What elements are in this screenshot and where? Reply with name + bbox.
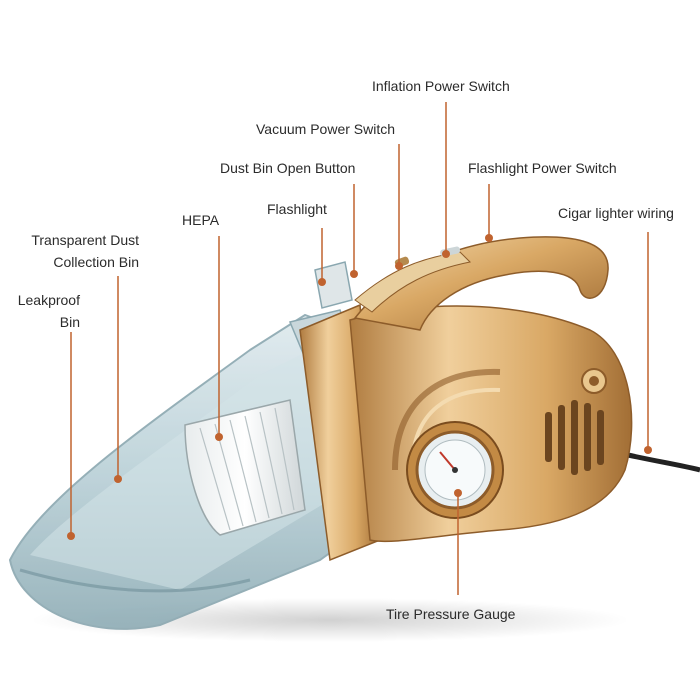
- label-transparent-dust-collection-bin: Transparent Dust Collection Bin: [10, 229, 139, 273]
- label-leakproof-bin: Leakproof Bin: [6, 289, 80, 333]
- label-flashlight-power-switch: Flashlight Power Switch: [468, 160, 617, 176]
- label-tire-pressure-gauge: Tire Pressure Gauge: [386, 606, 516, 622]
- leader-dots: [67, 234, 652, 540]
- motor-housing: [349, 305, 633, 543]
- label-cigar-lighter-wiring: Cigar lighter wiring: [558, 205, 674, 221]
- label-leakproof-line2: Bin: [59, 314, 80, 330]
- dust-bin: [8, 309, 377, 630]
- label-vacuum-power-switch: Vacuum Power Switch: [256, 121, 396, 137]
- label-flashlight: Flashlight: [267, 201, 327, 217]
- label-transparent-dust-line2: Collection Bin: [53, 254, 139, 270]
- label-dust-bin-open-button: Dust Bin Open Button: [220, 160, 356, 176]
- label-leakproof-line1: Leakproof: [17, 292, 80, 308]
- leader-lines: [70, 102, 649, 595]
- label-transparent-dust-line1: Transparent Dust: [31, 232, 139, 248]
- label-inflation-power-switch: Inflation Power Switch: [372, 78, 510, 94]
- label-hepa: HEPA: [182, 212, 220, 228]
- tire-gauge-graphic: [406, 421, 504, 519]
- power-cord: [627, 452, 700, 473]
- vent-slots: [545, 400, 604, 475]
